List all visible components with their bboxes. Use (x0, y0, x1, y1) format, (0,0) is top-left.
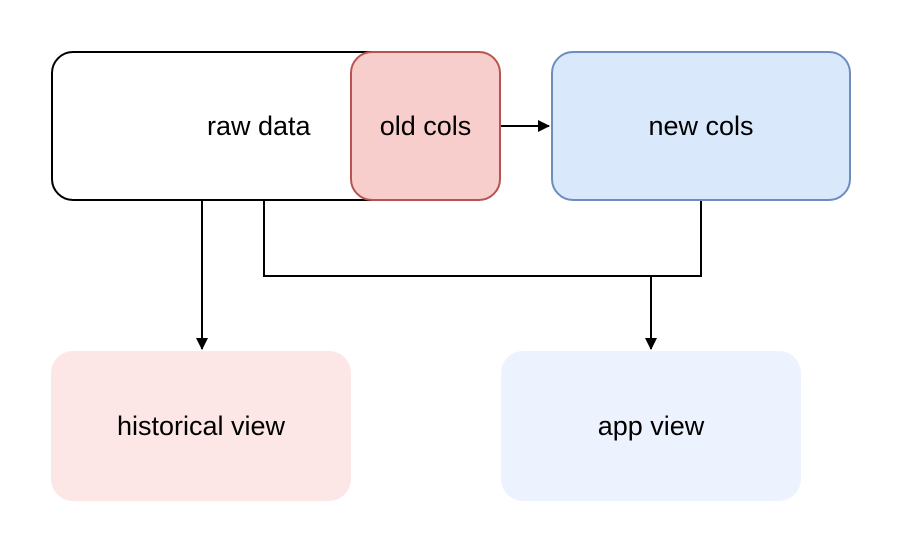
historical-view-node[interactable]: historical view (51, 351, 351, 501)
new-cols-node[interactable]: new cols (551, 51, 851, 201)
historical-view-label: historical view (116, 410, 286, 441)
edge-new-cols-to-app-view (651, 201, 702, 277)
app-view-node[interactable]: app view (501, 351, 801, 501)
raw-data-label: raw data (207, 110, 311, 141)
app-view-label: app view (597, 410, 705, 441)
new-cols-label: new cols (648, 110, 754, 141)
old-cols-node[interactable]: old cols (350, 51, 501, 201)
edge-raw-data-to-app-view (263, 201, 657, 350)
old-cols-label: old cols (379, 110, 472, 141)
raw-data-node[interactable]: raw data (51, 51, 401, 201)
